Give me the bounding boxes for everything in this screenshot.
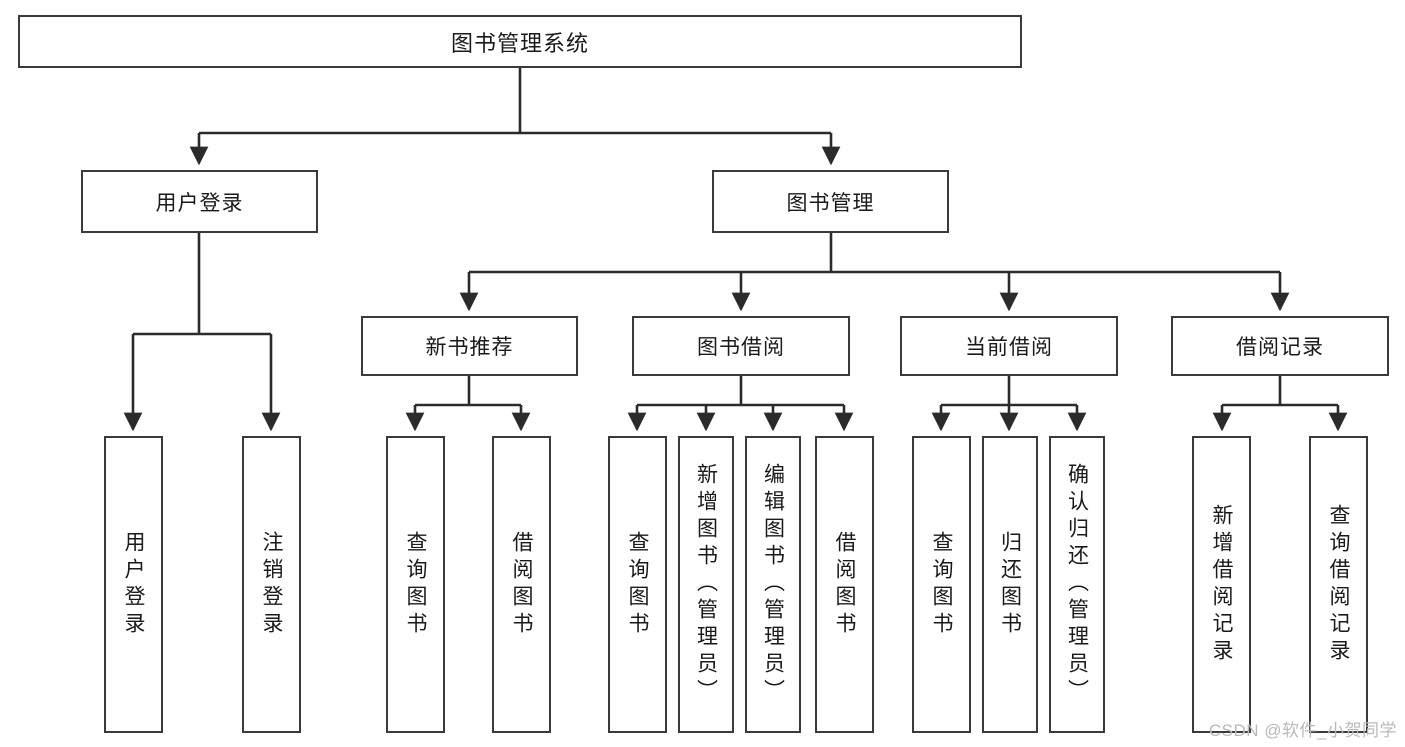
node-label: 查询图书 [404, 530, 427, 639]
node-label: 新增借阅记录 [1210, 503, 1233, 666]
node-label: 注销登录 [260, 530, 283, 639]
node-label: 借阅图书 [510, 530, 533, 639]
leaf-current-borrow-query[interactable]: 查询图书 [912, 436, 971, 733]
node-label: 借阅记录 [1236, 336, 1324, 359]
node-new-book-recommend[interactable]: 新书推荐 [361, 316, 578, 376]
leaf-current-borrow-confirm-return[interactable]: 确认归还（管理员） [1049, 436, 1105, 733]
node-label: 当前借阅 [965, 336, 1053, 359]
leaf-borrow-record-add[interactable]: 新增借阅记录 [1192, 436, 1251, 733]
node-label: 查询图书 [930, 530, 953, 639]
leaf-new-book-query[interactable]: 查询图书 [386, 436, 445, 733]
node-label: 查询图书 [626, 530, 649, 639]
node-label: 图书管理 [786, 191, 875, 215]
leaf-user-login-login[interactable]: 用户登录 [104, 436, 163, 733]
node-label: 图书管理系统 [450, 30, 589, 56]
node-label: 借阅图书 [833, 530, 856, 639]
node-label: 编辑图书（管理员） [761, 463, 785, 706]
node-label: 确认归还（管理员） [1065, 463, 1089, 706]
leaf-current-borrow-return[interactable]: 归还图书 [982, 436, 1038, 733]
node-label: 用户登录 [155, 191, 244, 215]
node-book-management[interactable]: 图书管理 [712, 170, 949, 233]
node-user-login[interactable]: 用户登录 [81, 170, 318, 233]
node-borrow-record[interactable]: 借阅记录 [1171, 316, 1389, 376]
leaf-book-borrow-edit[interactable]: 编辑图书（管理员） [745, 436, 801, 733]
leaf-book-borrow-borrow[interactable]: 借阅图书 [815, 436, 874, 733]
leaf-borrow-record-query[interactable]: 查询借阅记录 [1309, 436, 1368, 733]
leaf-user-login-logout[interactable]: 注销登录 [242, 436, 301, 733]
node-root-book-management-system[interactable]: 图书管理系统 [18, 15, 1022, 68]
watermark-credit: CSDN @软件_小贺同学 [1208, 721, 1397, 740]
node-label: 新书推荐 [425, 336, 514, 359]
leaf-book-borrow-add[interactable]: 新增图书（管理员） [678, 436, 734, 733]
node-label: 新增图书（管理员） [694, 463, 718, 706]
node-label: 归还图书 [998, 530, 1022, 639]
leaf-book-borrow-query[interactable]: 查询图书 [608, 436, 667, 733]
node-current-borrow[interactable]: 当前借阅 [900, 316, 1118, 376]
leaf-new-book-borrow[interactable]: 借阅图书 [492, 436, 551, 733]
node-book-borrow[interactable]: 图书借阅 [632, 316, 850, 376]
node-label: 用户登录 [122, 530, 145, 639]
node-label: 查询借阅记录 [1327, 503, 1350, 666]
node-label: 图书借阅 [697, 336, 785, 359]
